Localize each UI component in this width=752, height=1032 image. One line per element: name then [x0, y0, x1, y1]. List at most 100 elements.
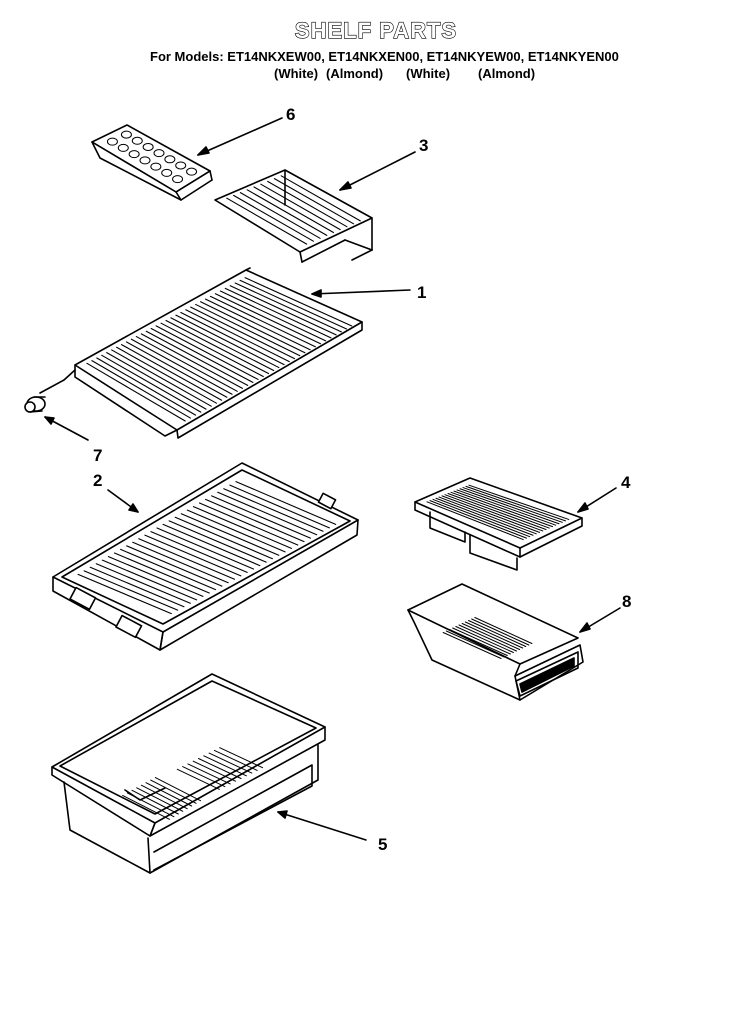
- shelf-wire: [206, 299, 311, 350]
- grille-bar: [443, 633, 501, 659]
- shelf-wire: [261, 184, 340, 229]
- grille-bar: [469, 485, 569, 519]
- shelf-wire: [112, 350, 212, 406]
- shelf-wire: [227, 198, 307, 244]
- arrow-8: [580, 623, 590, 632]
- shelf-wire: [274, 179, 353, 224]
- callout-8: 8: [622, 592, 632, 611]
- callout-4: 4: [621, 473, 631, 492]
- shelf-wire: [176, 315, 279, 367]
- grille-bar: [127, 546, 222, 586]
- shelf-wire: [210, 296, 315, 346]
- ice-cube-tray: [92, 125, 212, 200]
- leader-line-3: [340, 152, 415, 190]
- ice-cube-cell: [173, 176, 183, 183]
- shelf-wire: [87, 363, 185, 421]
- wire-shelf-small: [215, 170, 372, 262]
- ice-cube-cell: [187, 168, 197, 175]
- arrow-5: [278, 811, 287, 818]
- callout-5: 5: [378, 835, 388, 854]
- shelf-wire: [220, 291, 325, 341]
- grille-bar: [123, 795, 170, 819]
- ice-cube-cell: [140, 157, 150, 164]
- small-pan: [408, 584, 583, 700]
- shelf-wire: [230, 286, 336, 335]
- arrow-7: [45, 417, 54, 424]
- callout-6: 6: [286, 105, 296, 124]
- shelf-wire: [97, 358, 196, 415]
- grille-bar: [121, 549, 216, 589]
- ice-cube-cell: [165, 156, 175, 163]
- arrow-3: [340, 182, 351, 190]
- grille-bar: [451, 492, 549, 528]
- shelf-wire: [131, 339, 232, 394]
- grille-bar: [181, 514, 278, 556]
- grille-bar: [457, 490, 556, 525]
- grille-bar: [456, 627, 514, 653]
- grille-bar: [132, 790, 178, 814]
- model-color-4: (Almond): [478, 66, 536, 81]
- grille-bar: [442, 496, 540, 533]
- shelf-wire: [92, 361, 191, 418]
- callout-2: 2: [93, 471, 103, 490]
- grille-bar: [206, 499, 305, 541]
- page-title: SHELF PARTS: [294, 17, 458, 43]
- grille-bar: [151, 780, 196, 803]
- grille-bar: [90, 567, 184, 606]
- model-list: For Models: ET14NKXEW00, ET14NKXEN00, ET…: [150, 49, 619, 64]
- shelf-wire: [240, 193, 320, 239]
- shelf-wire: [181, 312, 284, 364]
- callout-7: 7: [93, 446, 103, 465]
- shelf-wire: [166, 321, 269, 374]
- shelf-wire: [240, 280, 346, 329]
- shelf-frame: [53, 463, 358, 650]
- grille-bar: [193, 507, 291, 549]
- ice-cube-cell: [151, 163, 161, 170]
- shelf-wire: [191, 307, 295, 359]
- arrow-6: [198, 147, 209, 155]
- grille-bar: [465, 622, 522, 648]
- grille-bar: [193, 761, 235, 781]
- grille-bar: [145, 535, 241, 576]
- ice-cube-cell: [154, 150, 164, 157]
- grille-bar: [78, 574, 171, 613]
- shelf-wire: [215, 294, 320, 344]
- arrow-4: [578, 503, 588, 512]
- grille-bar: [139, 539, 235, 580]
- grille-bar: [436, 498, 533, 535]
- grille-bar: [151, 532, 247, 573]
- grille-bar: [209, 753, 252, 773]
- arrow-1: [312, 290, 321, 297]
- grille-bar: [230, 485, 330, 528]
- grille-bar: [157, 528, 254, 569]
- grille-bar: [460, 489, 559, 524]
- grille-bar: [236, 482, 336, 525]
- ice-cube-cell: [121, 131, 131, 138]
- shelf-wire: [245, 278, 352, 326]
- grille-bar: [141, 785, 187, 808]
- grille-bar: [115, 553, 210, 593]
- grille-bar: [146, 783, 192, 806]
- grille-bar: [439, 497, 536, 534]
- grille-bar: [155, 778, 200, 801]
- grille-bar: [200, 503, 298, 545]
- small-cover: [415, 478, 582, 570]
- shelf-wire: [171, 318, 274, 371]
- shelf-wire: [136, 337, 237, 392]
- grille-bar: [102, 560, 196, 600]
- grille-bar: [466, 486, 566, 521]
- model-color-1: (White): [274, 66, 319, 81]
- grille-bar: [463, 488, 562, 523]
- grille-bar: [96, 564, 190, 604]
- shelf-wire: [117, 347, 217, 403]
- shelf-wire: [156, 326, 258, 380]
- shelf-wire: [107, 353, 206, 410]
- grille-bar: [453, 628, 511, 654]
- grille-bar: [218, 492, 317, 534]
- crisper-pan: [52, 674, 325, 873]
- leader-line-1: [312, 290, 410, 294]
- grille-bar: [430, 501, 527, 539]
- model-color-2: (Almond): [326, 66, 384, 81]
- grille-bar: [137, 788, 183, 812]
